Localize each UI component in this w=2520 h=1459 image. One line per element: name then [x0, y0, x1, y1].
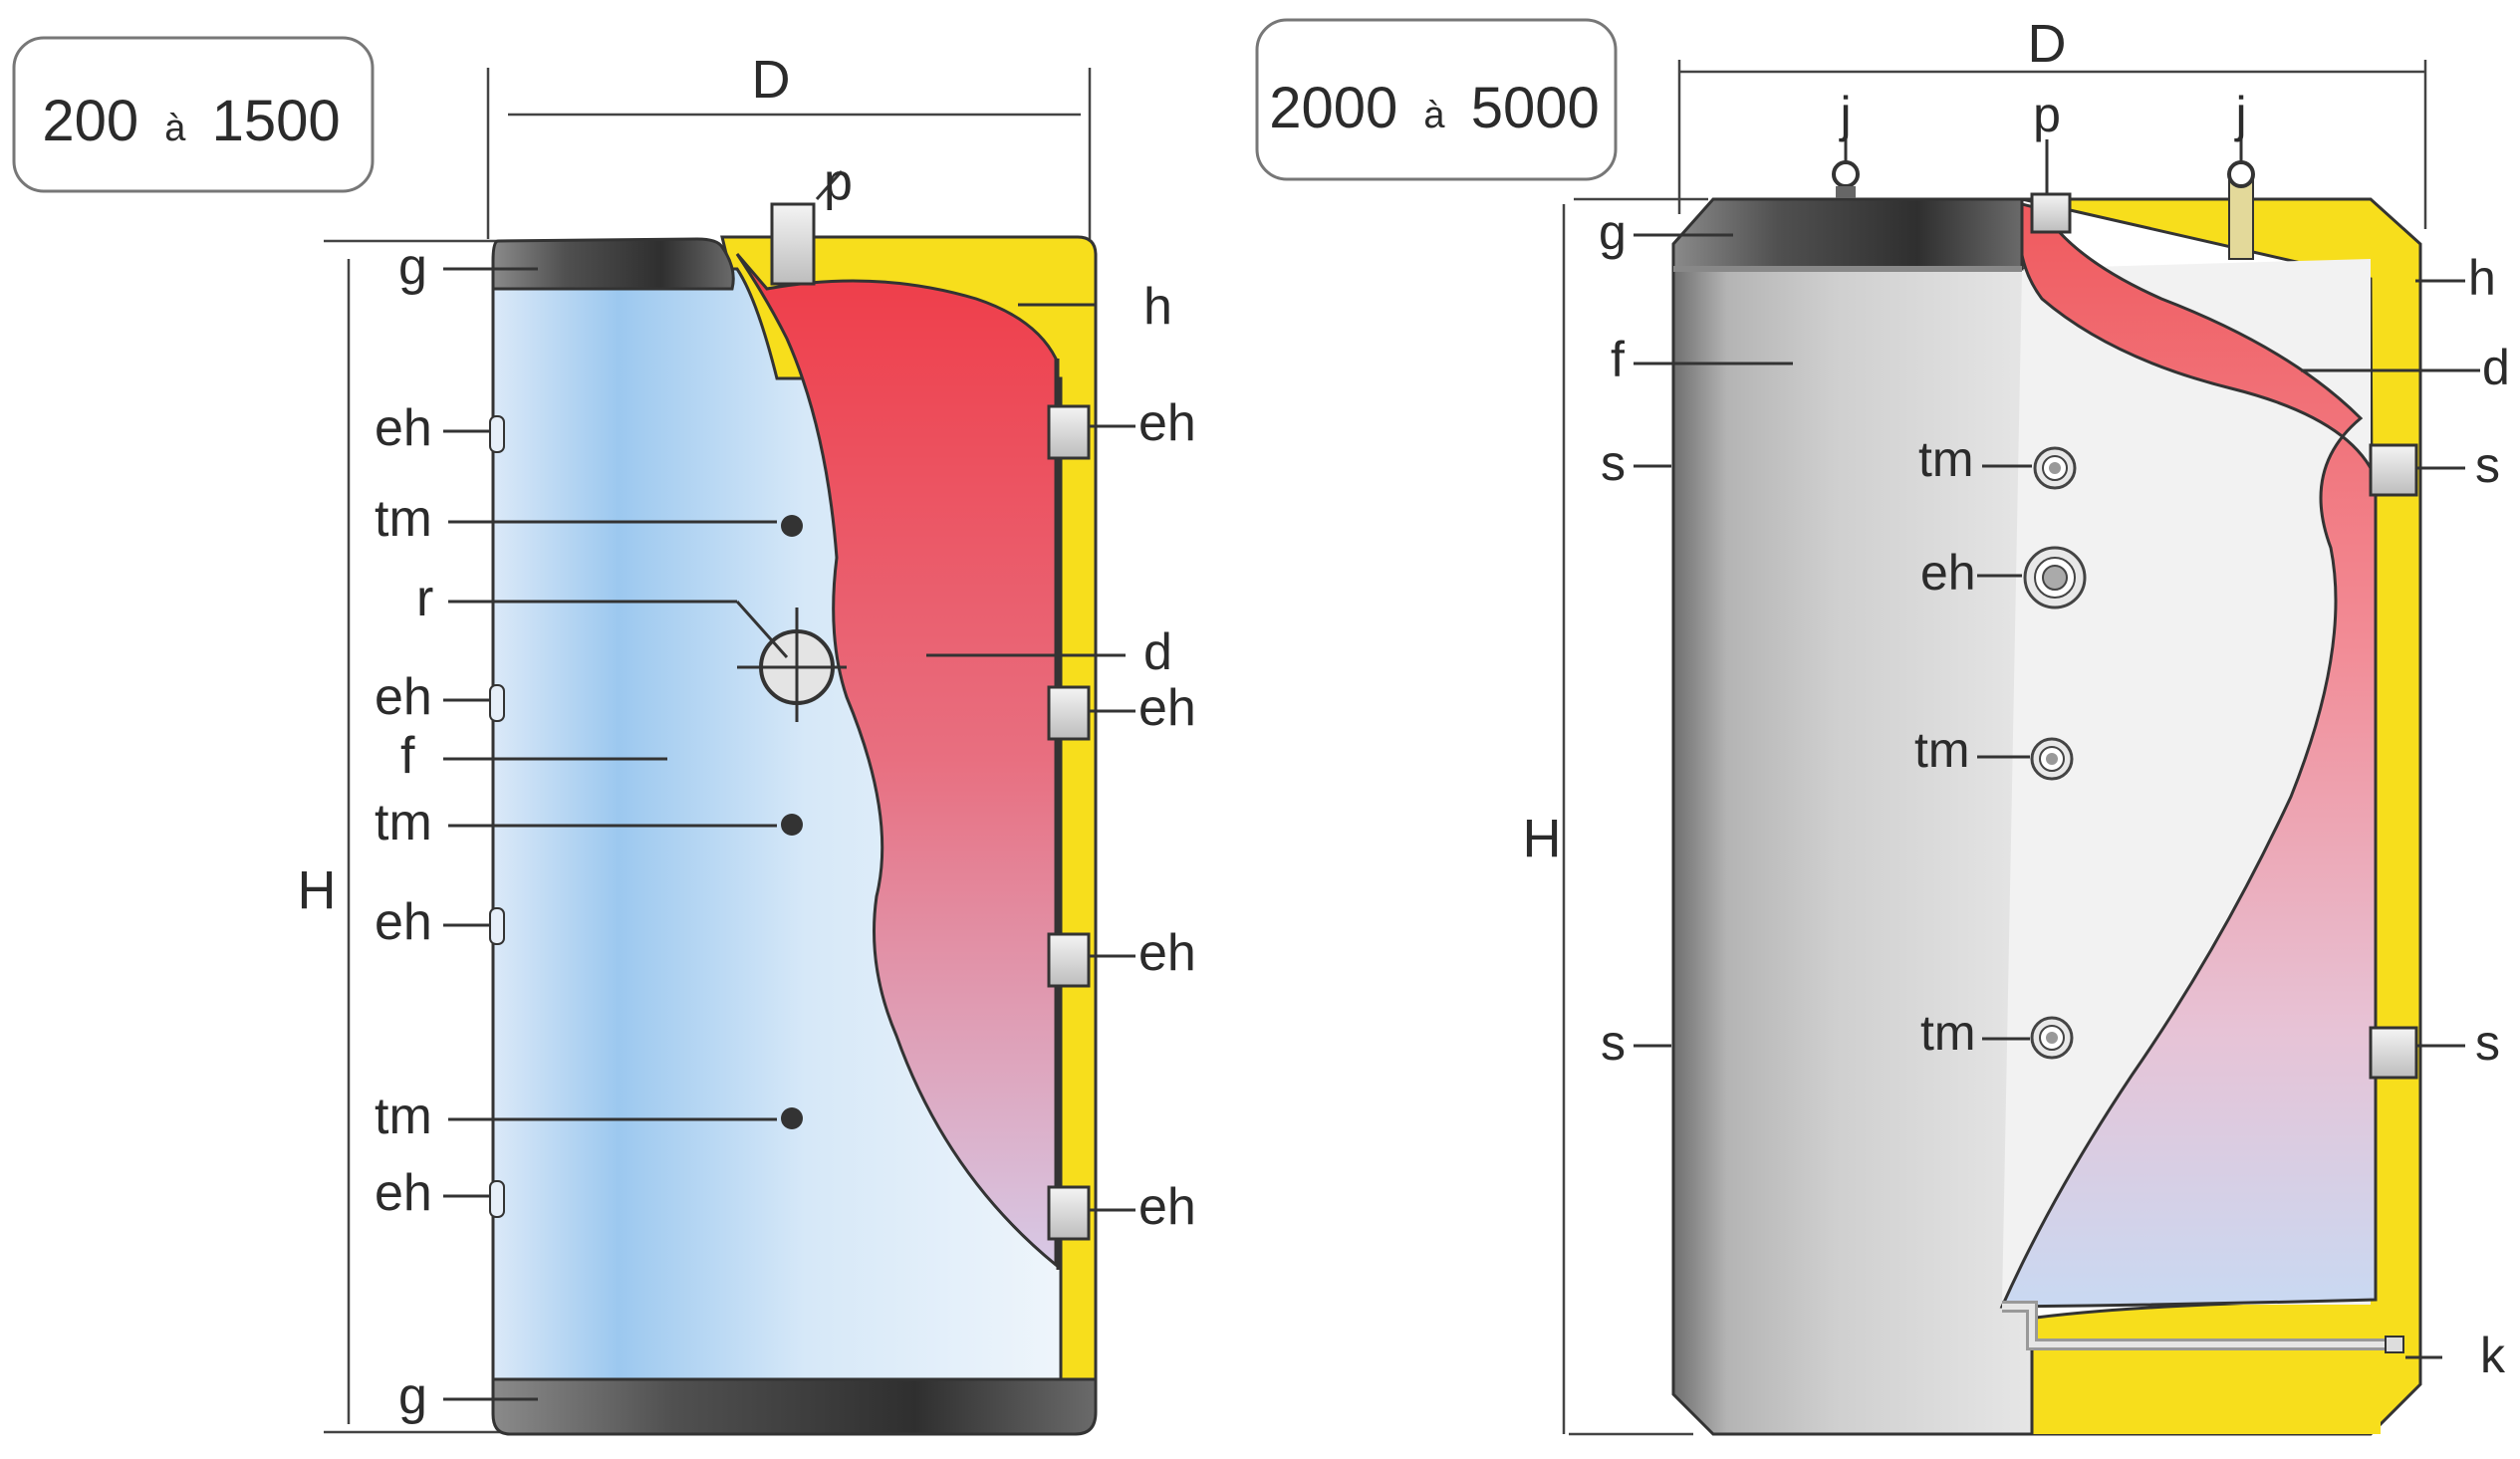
right-sensor-tm-1: [2033, 446, 2077, 490]
right-label-j-2: j: [2233, 87, 2246, 142]
left-label-g-top: g: [398, 238, 427, 296]
right-sensor-tm-2: [2030, 737, 2074, 781]
right-range-to: 5000: [1471, 76, 1600, 140]
left-label-tm-2: tm: [375, 794, 432, 851]
left-tank-body: [489, 202, 1098, 1436]
right-tank-body: [1671, 178, 2422, 1436]
svg-text:200 à 1500: 200 à 1500: [42, 89, 340, 153]
right-label-s-left-1: s: [1601, 435, 1626, 491]
left-label-eh-3: eh: [375, 893, 432, 951]
right-label-eh: eh: [1920, 545, 1976, 601]
right-sensor-tm-3: [2030, 1016, 2074, 1060]
left-label-eh-2: eh: [375, 668, 432, 726]
right-label-g: g: [1599, 204, 1627, 260]
svg-text:2000 à 5000: 2000 à 5000: [1269, 76, 1599, 140]
left-labels: p g h eh tm r eh f tm eh tm eh g eh d eh…: [375, 153, 1196, 1425]
right-dim-h-label: H: [1523, 809, 1562, 868]
left-label-eh-1: eh: [375, 399, 432, 457]
left-label-d: d: [1143, 623, 1172, 681]
left-label-tm-3: tm: [375, 1088, 432, 1145]
left-tank: 200 à 1500 D H: [12, 36, 1196, 1436]
right-label-tm-1: tm: [1918, 431, 1974, 487]
left-range-from: 200: [42, 89, 138, 153]
left-range-sep: à: [164, 108, 186, 149]
right-tank: 2000 à 5000 D H: [1255, 14, 2510, 1436]
right-dimension-h: H: [1523, 197, 1708, 1436]
right-label-k: k: [2480, 1328, 2506, 1383]
right-range-sep: à: [1423, 95, 1445, 136]
left-label-tm-1: tm: [375, 490, 432, 548]
left-label-eh-r3: eh: [1138, 924, 1196, 982]
left-range-to: 1500: [212, 89, 341, 153]
right-label-p: p: [2033, 87, 2061, 142]
right-label-d: d: [2482, 340, 2510, 395]
left-label-eh-r4: eh: [1138, 1178, 1196, 1236]
right-dim-d-label: D: [2028, 14, 2067, 74]
left-label-eh-r2: eh: [1138, 679, 1196, 737]
right-leaders: [1634, 139, 2480, 1359]
right-labels: j p j g h f d s s tm eh tm s s tm k: [1599, 87, 2510, 1383]
left-label-r: r: [416, 570, 433, 627]
right-range-from: 2000: [1269, 76, 1397, 140]
left-range-badge: 200 à 1500: [12, 36, 375, 193]
left-dimension-d: D: [486, 50, 1092, 239]
left-label-p: p: [824, 153, 853, 211]
right-label-h: h: [2468, 250, 2496, 306]
left-label-g-bottom: g: [398, 1367, 427, 1425]
left-label-h: h: [1143, 278, 1172, 336]
right-label-tm-2: tm: [1914, 722, 1970, 778]
left-leaders: [443, 170, 1135, 1401]
right-label-tm-3: tm: [1920, 1005, 1976, 1061]
left-dim-d-label: D: [752, 50, 791, 110]
left-sensor-tm2: [781, 814, 803, 836]
right-label-s-left-2: s: [1601, 1015, 1626, 1071]
left-label-eh-r1: eh: [1138, 394, 1196, 452]
right-range-badge: 2000 à 5000: [1255, 18, 1618, 181]
left-label-eh-4: eh: [375, 1164, 432, 1222]
right-dimension-d: D: [1677, 14, 2427, 229]
left-label-f: f: [400, 727, 415, 785]
left-sensor-tm3: [781, 1107, 803, 1129]
right-label-s-right-1: s: [2475, 437, 2500, 493]
right-label-f: f: [1611, 332, 1625, 387]
left-dim-h-label: H: [298, 860, 337, 920]
right-heater-eh: [2023, 546, 2087, 609]
right-label-j-1: j: [1838, 87, 1851, 142]
right-label-s-right-2: s: [2475, 1015, 2500, 1071]
left-dimension-h: H: [298, 239, 518, 1434]
left-sensor-tm1: [781, 515, 803, 537]
